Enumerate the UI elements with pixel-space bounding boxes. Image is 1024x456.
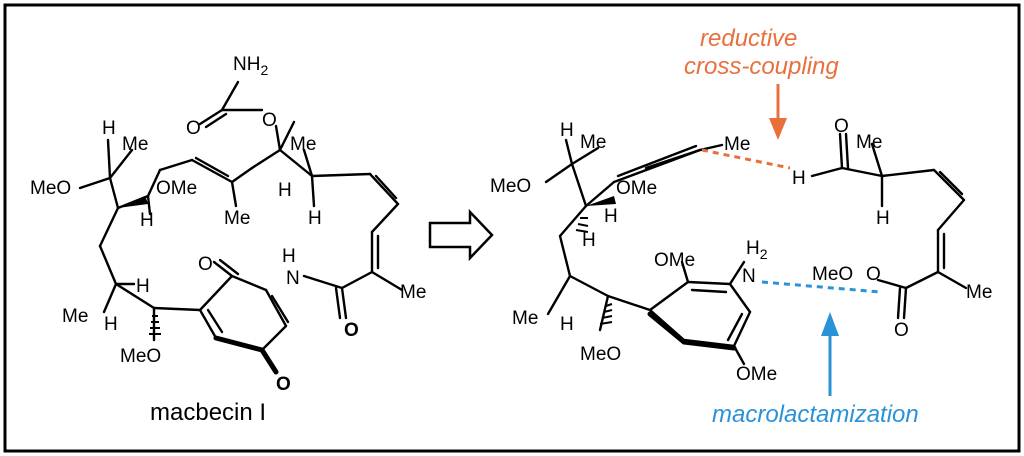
annotation-reductive: reductive [700, 25, 797, 52]
seco-precursor-structure [544, 132, 968, 366]
aldehyde-o-label: O [834, 116, 849, 137]
h-label: H [582, 230, 596, 251]
methyl-label: Me [62, 306, 88, 327]
h-label: H [308, 208, 322, 229]
n-label: N [742, 266, 756, 287]
reductive-cross-coupling-annotation: reductive cross-coupling [684, 25, 839, 170]
h-label: H [104, 314, 118, 335]
orange-disconnection [701, 148, 791, 170]
orange-arrowhead [769, 118, 787, 140]
quinone-o-label: O [198, 254, 213, 275]
methyl-label: Me [512, 308, 538, 329]
h-label: H [136, 276, 150, 297]
macbecin-structure [78, 80, 404, 375]
methoxy-label: OMe [736, 364, 777, 385]
blue-arrowhead [821, 312, 839, 336]
macrolactamization-annotation: macrolactamization [712, 280, 919, 428]
h-label: H [282, 246, 296, 267]
methyl-label: Me [122, 134, 148, 155]
retrosynthesis-arrow [428, 208, 494, 262]
annotation-macrolactamization: macrolactamization [712, 401, 919, 428]
methyl-label: Me [580, 132, 606, 153]
methoxy-label: MeO [490, 176, 531, 197]
methyl-label: Me [400, 282, 426, 303]
methyl-label: Me [290, 134, 316, 155]
amine-label: H2 [746, 238, 768, 262]
macbecin-labels: NH2 O O H Me Me MeO OMe H Me H H O H N M… [30, 54, 426, 426]
carbonyl-o-label: O [894, 320, 909, 341]
h-label: H [876, 208, 890, 229]
methoxy-label: MeO [30, 178, 71, 199]
frame [3, 3, 1021, 453]
quinone-o-label: O [276, 374, 291, 395]
h-label: H [140, 210, 154, 231]
methyl-label: Me [856, 132, 882, 153]
amine-label: NH2 [233, 54, 268, 78]
methoxy-label: OMe [616, 178, 657, 199]
amide-o-label: O [344, 320, 359, 341]
n-label: N [286, 268, 300, 289]
methoxy-label: OMe [654, 250, 695, 271]
aldehyde-h-label: H [792, 168, 806, 189]
ester-o-label: O [262, 110, 277, 131]
methoxy-label: MeO [580, 344, 621, 365]
h-label: H [560, 314, 574, 335]
methoxy-label: MeO [120, 346, 161, 367]
methyl-label: Me [224, 208, 250, 229]
methyl-label: Me [724, 134, 750, 155]
methyl-label: Me [966, 282, 992, 303]
blue-disconnection [761, 280, 881, 294]
h-label: H [604, 206, 618, 227]
h-label: H [102, 118, 116, 139]
compound-name: macbecin I [150, 399, 266, 426]
ester-o-label: O [866, 264, 881, 285]
annotation-cross-coupling: cross-coupling [684, 53, 839, 80]
methoxy-label: MeO [812, 264, 853, 285]
methoxy-label: OMe [156, 178, 197, 199]
h-label: H [278, 180, 292, 201]
carbonyl-o-label: O [186, 118, 201, 139]
h-label: H [560, 120, 574, 141]
seco-precursor-labels: H Me Me O Me MeO OMe H H H H H2 N OMe Me… [490, 116, 992, 385]
